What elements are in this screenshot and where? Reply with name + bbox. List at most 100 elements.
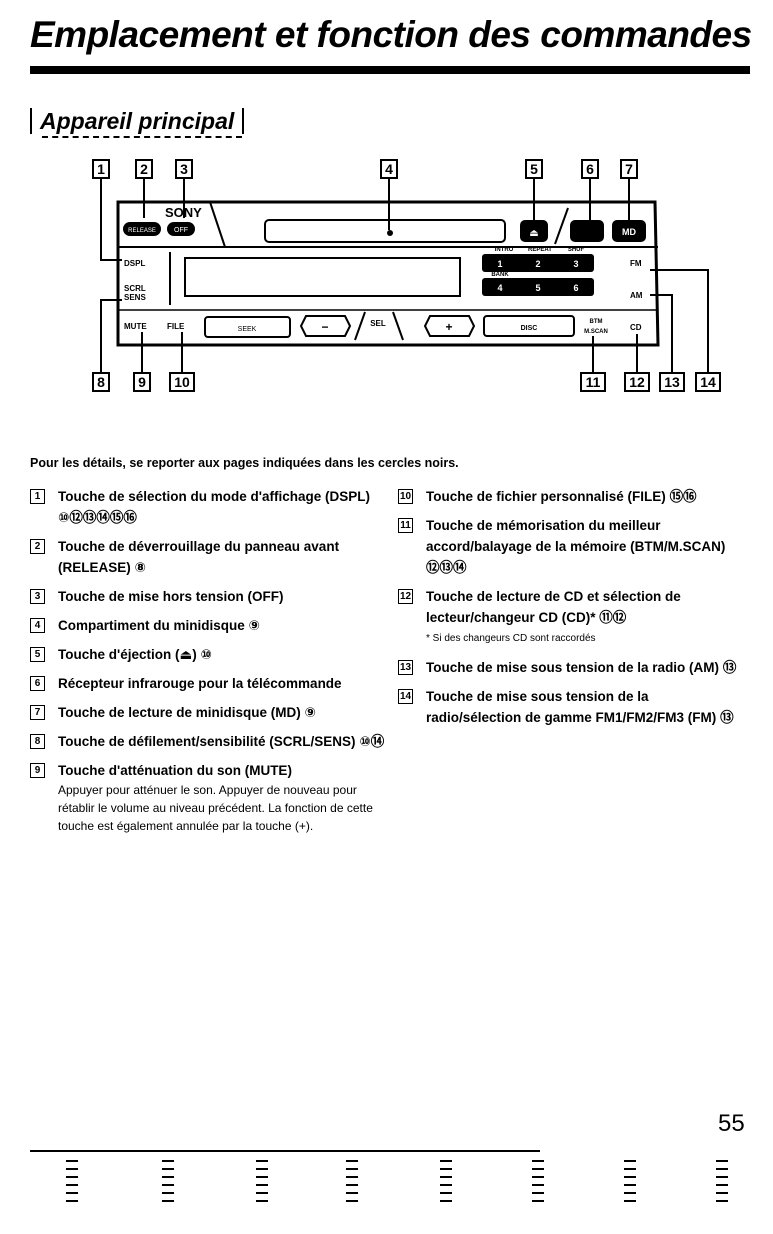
item-number: 5 [30,647,45,662]
item-text: Touche d'atténuation du son (MUTE) [58,763,292,778]
svg-text:REPEAT: REPEAT [528,247,552,253]
page-refs: ⑧ [134,560,146,575]
list-item: 13 Touche de mise sous tension de la rad… [398,657,743,678]
item-text: Touche de mise hors tension (OFF) [58,589,284,604]
item-number: 11 [398,518,413,533]
list-item: 12 Touche de lecture de CD et sélection … [398,586,743,649]
svg-text:9: 9 [138,374,146,390]
item-number: 4 [30,618,45,633]
intro-text: Pour les détails, se reporter aux pages … [30,456,459,470]
item-text: Touche de lecture de CD et sélection de … [426,589,681,625]
crop-mark [716,1160,728,1206]
svg-text:SCRL: SCRL [124,284,146,293]
svg-text:⏏: ⏏ [529,228,538,239]
md-button [612,220,646,242]
page-refs: ⑮⑯ [669,489,697,504]
svg-text:OFF: OFF [174,227,188,234]
item-footnote: * Si des changeurs CD sont raccordés [426,633,596,644]
svg-text:−: − [321,320,328,334]
item-number: 8 [30,734,45,749]
title-rule [30,66,750,74]
svg-text:5: 5 [535,283,540,293]
svg-text:14: 14 [700,374,716,390]
svg-text:SEEK: SEEK [238,326,257,333]
item-number: 3 [30,589,45,604]
list-item: 6 Récepteur infrarouge pour la télécomma… [30,673,385,694]
item-text: Touche de sélection du mode d'affichage … [58,489,370,504]
page-refs: ⑨ [304,705,316,720]
svg-text:BTM: BTM [590,319,603,325]
right-column: 10 Touche de fichier personnalisé (FILE)… [398,486,743,736]
item-number: 6 [30,676,45,691]
leader-lines [100,178,709,373]
crop-mark [66,1160,78,1206]
svg-text:MUTE: MUTE [124,322,147,331]
list-item: 11 Touche de mémorisation du meilleur ac… [398,515,743,578]
svg-text:4: 4 [385,161,393,177]
item-number: 7 [30,705,45,720]
crop-mark [162,1160,174,1206]
item-text: Touche de fichier personnalisé (FILE) [426,489,666,504]
volume-minus-button [299,315,352,337]
list-item: 8 Touche de défilement/sensibilité (SCRL… [30,731,385,752]
item-number: 14 [398,689,413,704]
section-subtitle: Appareil principal [30,108,245,134]
page-refs: ⑫⑬⑭ [426,560,467,575]
item-text: Touche de lecture de minidisque (MD) [58,705,301,720]
svg-text:6: 6 [586,161,594,177]
item-text: Compartiment du minidisque [58,618,245,633]
svg-text:CD: CD [630,323,642,332]
svg-text:6: 6 [573,283,578,293]
svg-text:SENS: SENS [124,293,146,302]
crop-mark [346,1160,358,1206]
crop-mark [256,1160,268,1206]
list-item: 3 Touche de mise hors tension (OFF) [30,586,385,607]
callout-6: 6 [581,159,599,179]
svg-text:M.SCAN: M.SCAN [584,329,608,335]
svg-text:12: 12 [629,374,645,390]
callout-2: 2 [135,159,153,179]
item-number: 12 [398,589,413,604]
page-refs: ⑪⑫ [599,610,627,625]
list-item: 7 Touche de lecture de minidisque (MD) ⑨ [30,702,385,723]
svg-text:+: + [445,320,452,334]
volume-plus-button [423,315,476,337]
svg-text:8: 8 [97,374,105,390]
list-item: 9 Touche d'atténuation du son (MUTE) App… [30,760,385,835]
item-text: Touche de mémorisation du meilleur accor… [426,518,726,554]
svg-text:10: 10 [174,374,190,390]
svg-text:SHUF: SHUF [568,247,585,253]
callout-3: 3 [175,159,193,179]
svg-text:AM: AM [630,291,643,300]
crop-mark [532,1160,544,1206]
svg-text:5: 5 [530,161,538,177]
off-button [167,222,195,236]
page-refs: ⑨ [248,618,260,633]
md-slot [264,219,506,243]
item-number: 1 [30,489,45,504]
disc-buttons [483,315,575,337]
svg-text:BANK: BANK [491,272,509,278]
callout-5: 5 [525,159,543,179]
callout-14: 14 [695,372,721,392]
svg-text:7: 7 [625,161,633,177]
page-refs: ⑩ [200,647,212,662]
bottom-rule [30,1150,540,1152]
svg-text:11: 11 [586,374,601,390]
svg-text:FM: FM [630,259,642,268]
callout-10: 10 [169,372,195,392]
preset-row-1 [482,254,594,272]
callout-11: 11 [580,372,606,392]
svg-text:2: 2 [535,259,540,269]
crop-mark [624,1160,636,1206]
subtitle-underline [42,136,242,138]
eject-button [520,220,548,242]
page-number: 55 [718,1110,745,1137]
svg-text:SEL: SEL [370,319,386,328]
svg-text:FILE: FILE [167,322,185,331]
item-text: Touche de mise sous tension de la radio/… [426,689,717,725]
unit-body: 1 2 3 4 5 6 INTRO REPEAT SHUF BANK SONY … [116,200,660,347]
page-refs: ⑬ [722,660,737,675]
page-refs: ⑩⑫⑬⑭⑮⑯ [58,510,137,525]
callout-1: 1 [92,159,110,179]
